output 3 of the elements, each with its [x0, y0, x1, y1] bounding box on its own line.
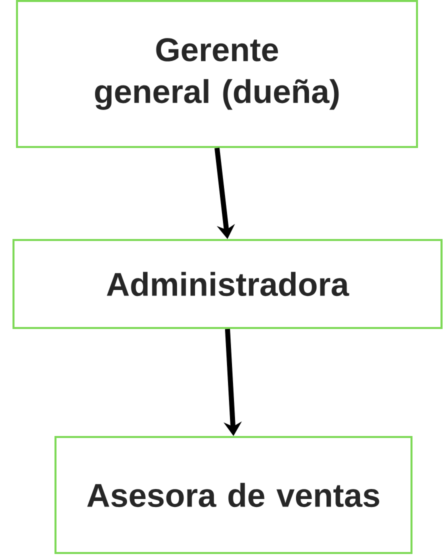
org-box: Asesora de ventas — [54, 436, 412, 554]
org-box: Administradora — [12, 239, 442, 329]
org-box: Gerente general (dueña) — [16, 0, 418, 148]
